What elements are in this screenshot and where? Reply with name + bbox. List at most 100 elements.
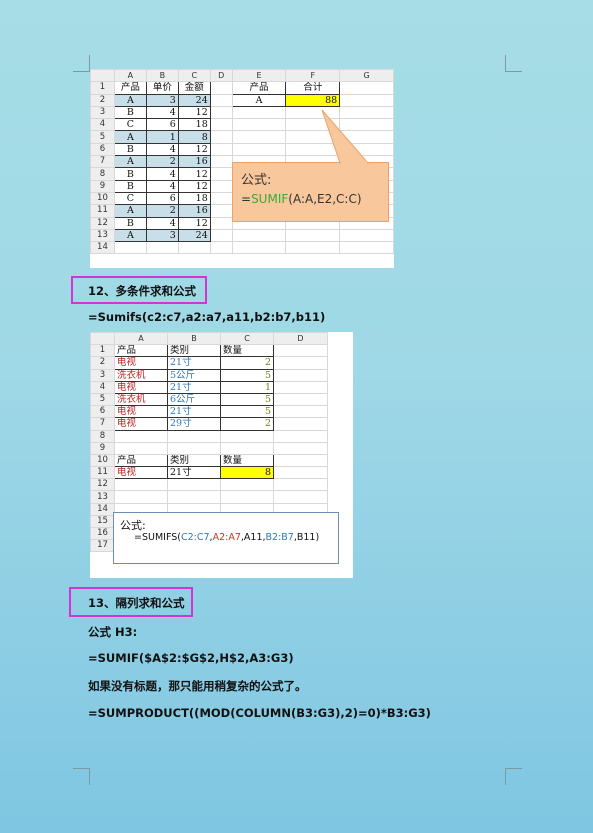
cell-d [209, 191, 233, 206]
cell-total [285, 228, 341, 243]
column-header [90, 69, 115, 83]
cell-amount: 12 [177, 142, 211, 157]
cell-product: 电视 [114, 417, 168, 431]
row-number: 10 [90, 191, 115, 206]
cell-d [209, 142, 233, 157]
callout-pointer [321, 109, 370, 164]
cell-lookup-product: A [231, 93, 287, 107]
cell-d [209, 118, 233, 132]
cell-quantity: 2 [220, 417, 274, 431]
cell-category [167, 429, 221, 443]
cell-amount: 18 [177, 191, 211, 206]
cell-price: 2 [145, 155, 179, 169]
cell-d [273, 405, 328, 419]
column-header: C [177, 69, 211, 83]
cell-product [114, 490, 168, 504]
row-number: 6 [90, 405, 115, 419]
cell-lookup-product [231, 118, 287, 132]
cell-product: 产品 [114, 344, 168, 358]
cell-product: 产品 [113, 81, 147, 95]
cell-d [273, 356, 328, 370]
cell-category: 5公斤 [167, 368, 221, 382]
row-number: 12 [90, 478, 115, 492]
sumifs-callout: 公式: =SUMIFS(C2:C7,A2:A7,A11,B2:B7,B11) [113, 512, 339, 564]
column-header: A [113, 69, 147, 83]
cell-d [209, 179, 233, 193]
row-number: 5 [90, 392, 115, 407]
row-number: 3 [90, 105, 115, 120]
cell-lookup-product: 产品 [231, 81, 287, 95]
row-number: 10 [90, 453, 115, 468]
cell-d [273, 368, 328, 382]
cell-g [339, 93, 394, 107]
section-13-line-3: 如果没有标题，那只能用稍复杂的公式了。 [88, 679, 307, 693]
cell-product: B [113, 167, 147, 181]
column-header: D [273, 332, 328, 346]
cell-price: 6 [145, 191, 179, 206]
cell-amount: 金额 [177, 81, 211, 95]
cell-quantity: 2 [220, 356, 274, 370]
cell-category: 21寸 [167, 380, 221, 394]
cell-quantity: 数量 [220, 453, 274, 468]
cell-lookup-product [231, 142, 287, 157]
cell-price: 4 [145, 105, 179, 120]
row-number: 2 [90, 356, 115, 370]
cell-quantity [220, 478, 274, 492]
cell-quantity: 5 [220, 405, 274, 419]
section-12-heading-box [71, 276, 207, 304]
cell-amount: 12 [177, 105, 211, 120]
column-header: B [167, 332, 221, 346]
cell-d [209, 228, 233, 243]
table-row: 12 [90, 478, 328, 492]
cell-product: B [113, 142, 147, 157]
cell-d [209, 93, 233, 107]
cell-category: 29寸 [167, 417, 221, 431]
section-13-heading-box [69, 587, 193, 617]
cell-product: 电视 [114, 380, 168, 394]
cell-d [209, 81, 233, 95]
cell-price: 4 [145, 179, 179, 193]
cell-amount: 12 [177, 216, 211, 230]
callout-label: 公式: [241, 173, 272, 188]
row-number: 9 [90, 179, 115, 193]
row-number: 15 [90, 514, 115, 529]
cell-d [209, 167, 233, 181]
cell-g [339, 241, 394, 255]
cell-product: B [113, 216, 147, 230]
cell-amount: 12 [177, 167, 211, 181]
row-number: 16 [90, 526, 115, 541]
cell-category: 21寸 [167, 466, 221, 480]
cell-d [273, 429, 328, 443]
table-row: 13 [90, 490, 328, 504]
cell-amount: 18 [177, 118, 211, 132]
cell-price: 4 [145, 216, 179, 230]
cell-price: 3 [145, 93, 179, 107]
cell-category: 类别 [167, 453, 221, 468]
cell-category: 21寸 [167, 405, 221, 419]
page-corner-top-right [505, 55, 522, 72]
cell-quantity: 1 [220, 380, 274, 394]
table-row: 9 [90, 441, 328, 455]
cell-amount: 24 [177, 93, 211, 107]
cell-d [273, 380, 328, 394]
section-13-line-4: =SUMPRODUCT((MOD(COLUMN(B3:G3),2)=0)*B3:… [88, 706, 431, 720]
cell-product: 电视 [114, 356, 168, 370]
row-number: 14 [90, 241, 115, 255]
cell-quantity: 8 [220, 466, 274, 480]
row-number: 13 [90, 490, 115, 504]
cell-price: 1 [145, 130, 179, 144]
cell-category: 类别 [167, 344, 221, 358]
cell-amount: 12 [177, 179, 211, 193]
